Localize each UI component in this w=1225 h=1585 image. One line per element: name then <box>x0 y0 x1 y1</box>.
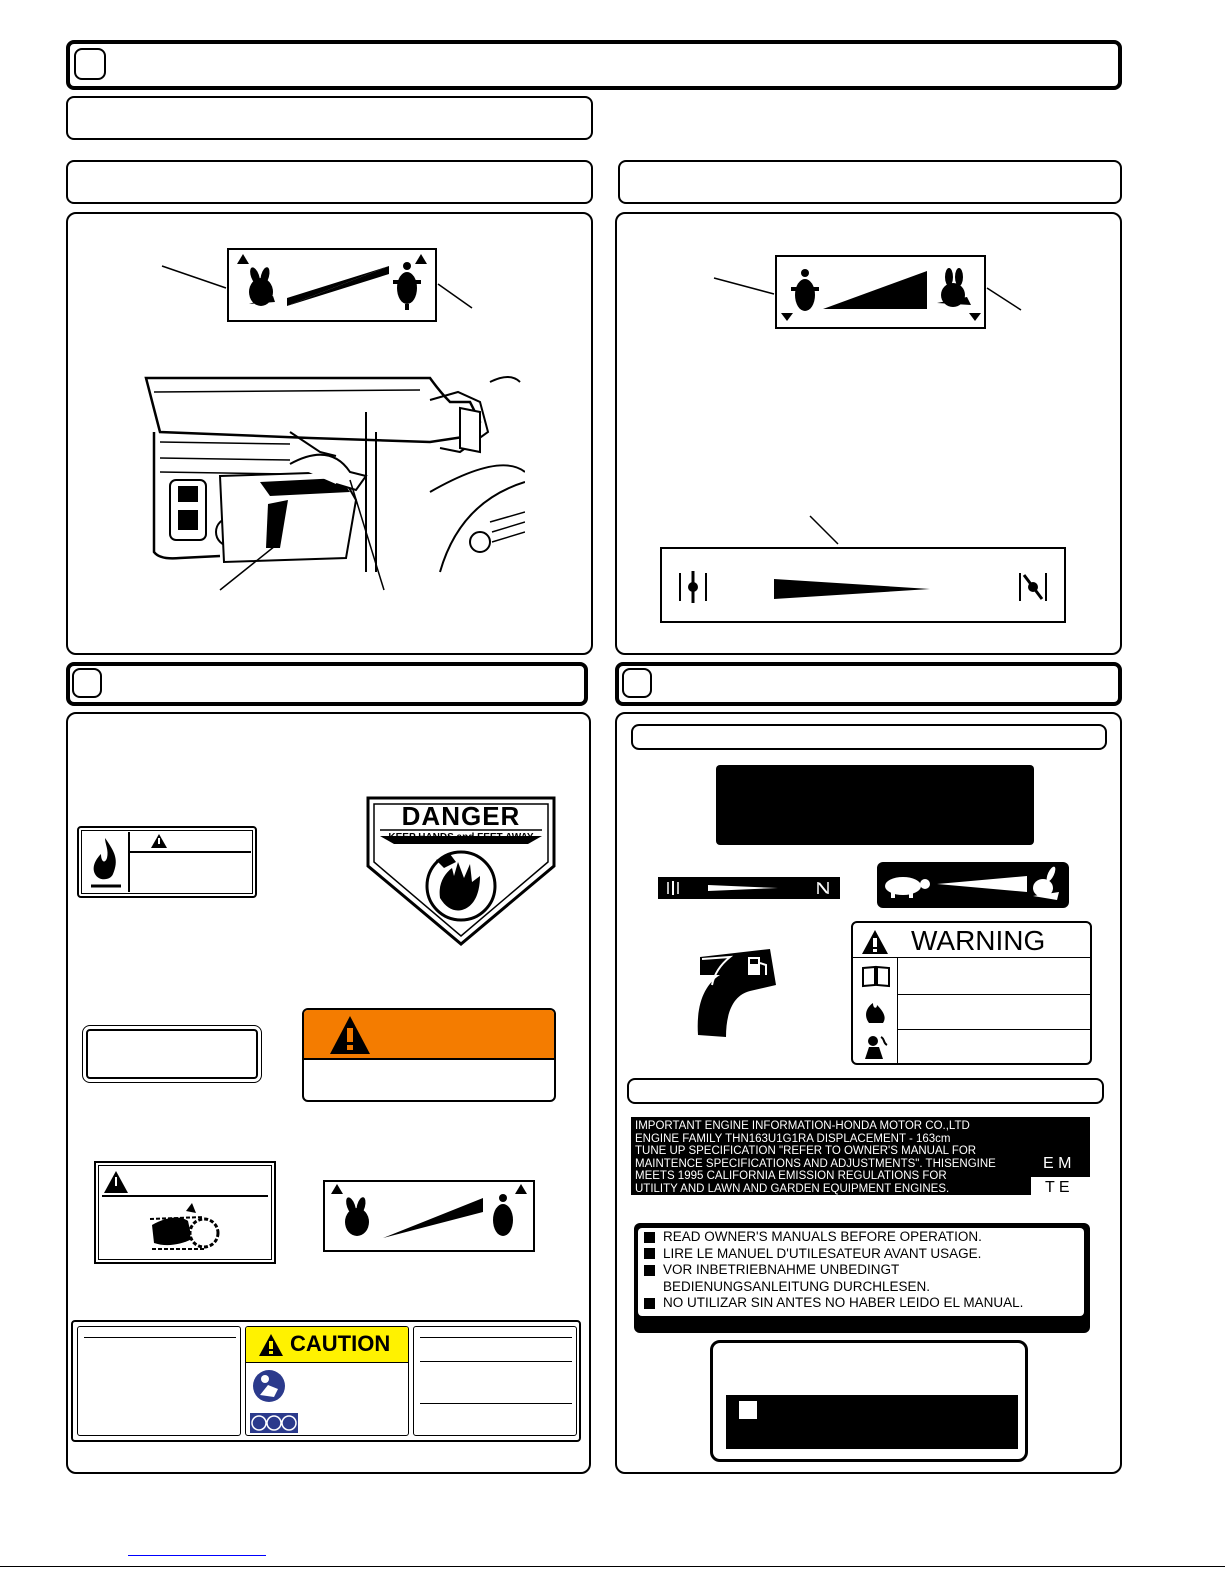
hand-icon <box>425 850 497 922</box>
choke-label <box>660 547 1066 623</box>
callout-line <box>809 515 839 545</box>
bottom-decal-black-band <box>726 1395 1018 1449</box>
engine-info-line: TUNE UP SPECIFICATION "REFER TO OWNER'S … <box>635 1145 977 1157</box>
manual-line: VOR INBETRIEBNAHME UNBEDINGT <box>663 1262 900 1277</box>
turtle-icon <box>493 1194 513 1236</box>
black-nameplate <box>716 765 1034 845</box>
fire-hazard-icon <box>866 1003 885 1023</box>
chain-hazard-label <box>94 1161 276 1264</box>
engine-info-line: ENGINE FAMILY THN163U1G1RA DISPLACEMENT … <box>635 1132 951 1145</box>
rabbit-icon <box>249 267 275 306</box>
bullet-square-icon <box>739 1401 757 1419</box>
alert-triangle-icon <box>151 834 167 848</box>
danger-subtitle: KEEP HANDS and FEET AWAY <box>388 832 534 843</box>
bullet-square-icon <box>644 1297 655 1309</box>
section-header-bar-right <box>615 662 1122 706</box>
panel-header-left <box>66 160 593 204</box>
safety-labels-panel <box>66 712 591 1474</box>
alert-triangle-icon <box>330 1016 370 1054</box>
manual-line: BEDIENUNGSANLEITUNG DURCHLESEN. <box>663 1278 931 1294</box>
throttle-illustration-panel <box>66 212 593 655</box>
blank-label <box>82 1025 262 1083</box>
engine-info-label: IMPORTANT ENGINE INFORMATION-HONDA MOTOR… <box>631 1117 1090 1196</box>
engine-info-line: MAINTENCE SPECIFICATIONS AND ADJUSTMENTS… <box>635 1157 996 1170</box>
caution-label: CAUTION <box>71 1320 581 1442</box>
orange-warning-label <box>302 1008 556 1102</box>
hand-in-chain-icon <box>149 1203 220 1250</box>
throttle-label-panel <box>615 212 1122 655</box>
alert-triangle-icon <box>862 930 888 954</box>
book-icon <box>862 965 890 988</box>
choke-open-icon <box>1019 573 1047 601</box>
footer-rule <box>0 1566 1225 1567</box>
section-header-bar-left <box>66 662 588 706</box>
engine-throttle-illustration <box>144 376 525 591</box>
caution-title: CAUTION <box>290 1331 391 1356</box>
danger-label: DANGER KEEP HANDS and FEET AWAY <box>366 796 556 946</box>
rabbit-icon <box>345 1197 369 1236</box>
danger-title: DANGER <box>401 801 521 831</box>
manual-line: LIRE LE MANUEL D'UTILESATEUR AVANT USAGE… <box>663 1245 982 1261</box>
caution-center-column: CAUTION <box>245 1326 409 1436</box>
throttle-decal-black <box>877 862 1069 908</box>
section-number-badge <box>622 668 652 698</box>
rabbit-icon <box>937 268 971 307</box>
fuel-lever-decal <box>697 949 776 1037</box>
engine-info-side-top: E M <box>1043 1155 1072 1172</box>
throttle-label-fast-slow-small <box>323 1180 535 1252</box>
engine-info-line: MEETS 1995 CALIFORNIA EMISSION REGULATIO… <box>635 1170 947 1182</box>
section-header-bar <box>66 40 1122 90</box>
bottom-decal <box>710 1340 1028 1462</box>
fuel-pump-icon <box>748 957 767 975</box>
manual-line: READ OWNER'S MANUALS BEFORE OPERATION. <box>663 1229 982 1244</box>
engine-info-side-box <box>1031 1117 1090 1177</box>
decal-subheader-1 <box>631 724 1107 750</box>
warning-decal: WARNING <box>851 921 1092 1065</box>
read-manual-inner <box>638 1228 1084 1316</box>
section-number-badge <box>74 48 106 80</box>
engine-info-line: IMPORTANT ENGINE INFORMATION-HONDA MOTOR… <box>635 1120 970 1132</box>
alert-triangle-icon <box>104 1171 128 1193</box>
callout-line <box>986 287 1022 311</box>
section-number-badge <box>72 668 102 698</box>
warning-title: WARNING <box>911 925 1046 956</box>
choke-closed-icon <box>679 571 707 603</box>
caution-right-column <box>413 1326 577 1436</box>
callout-line <box>713 277 775 295</box>
engine-info-black-box <box>631 1117 1031 1195</box>
throttle-label-fast-slow <box>227 248 437 322</box>
callout-line <box>437 283 473 309</box>
decal-reference-panel <box>615 712 1122 1474</box>
choke-decal-small <box>658 877 840 899</box>
engine-info-line: UTILITY AND LAWN AND GARDEN EQUIPMENT EN… <box>635 1182 950 1195</box>
alert-triangle-icon <box>259 1334 283 1356</box>
flame-icon <box>91 838 121 888</box>
engine-info-side-bottom: T E <box>1045 1179 1070 1196</box>
toxic-fumes-icon <box>865 1036 888 1059</box>
subheader-bar <box>66 96 593 140</box>
protective-gear-icon <box>250 1413 298 1433</box>
bullet-square-icon <box>644 1264 655 1276</box>
caution-left-column <box>77 1326 241 1436</box>
fire-warning-label <box>77 826 257 898</box>
read-manual-multilingual-label: READ OWNER'S MANUALS BEFORE OPERATION. L… <box>634 1223 1090 1333</box>
turtle-icon <box>885 877 930 898</box>
bullet-square-icon <box>644 1248 655 1260</box>
footer-link-underline[interactable] <box>128 1555 266 1556</box>
throttle-label-slow-fast <box>775 255 986 329</box>
callout-line <box>161 265 227 289</box>
decal-subheader-2 <box>627 1078 1104 1104</box>
engine-info-lines: IMPORTANT ENGINE INFORMATION-HONDA MOTOR… <box>635 1120 1035 1195</box>
bullet-square-icon <box>644 1231 655 1243</box>
manual-line: NO UTILIZAR SIN ANTES NO HABER LEIDO EL … <box>663 1295 1024 1310</box>
read-manual-icon <box>253 1370 285 1402</box>
panel-header-right <box>618 160 1122 204</box>
turtle-icon <box>791 269 819 311</box>
rabbit-icon <box>1033 866 1059 900</box>
turtle-icon <box>393 262 421 310</box>
